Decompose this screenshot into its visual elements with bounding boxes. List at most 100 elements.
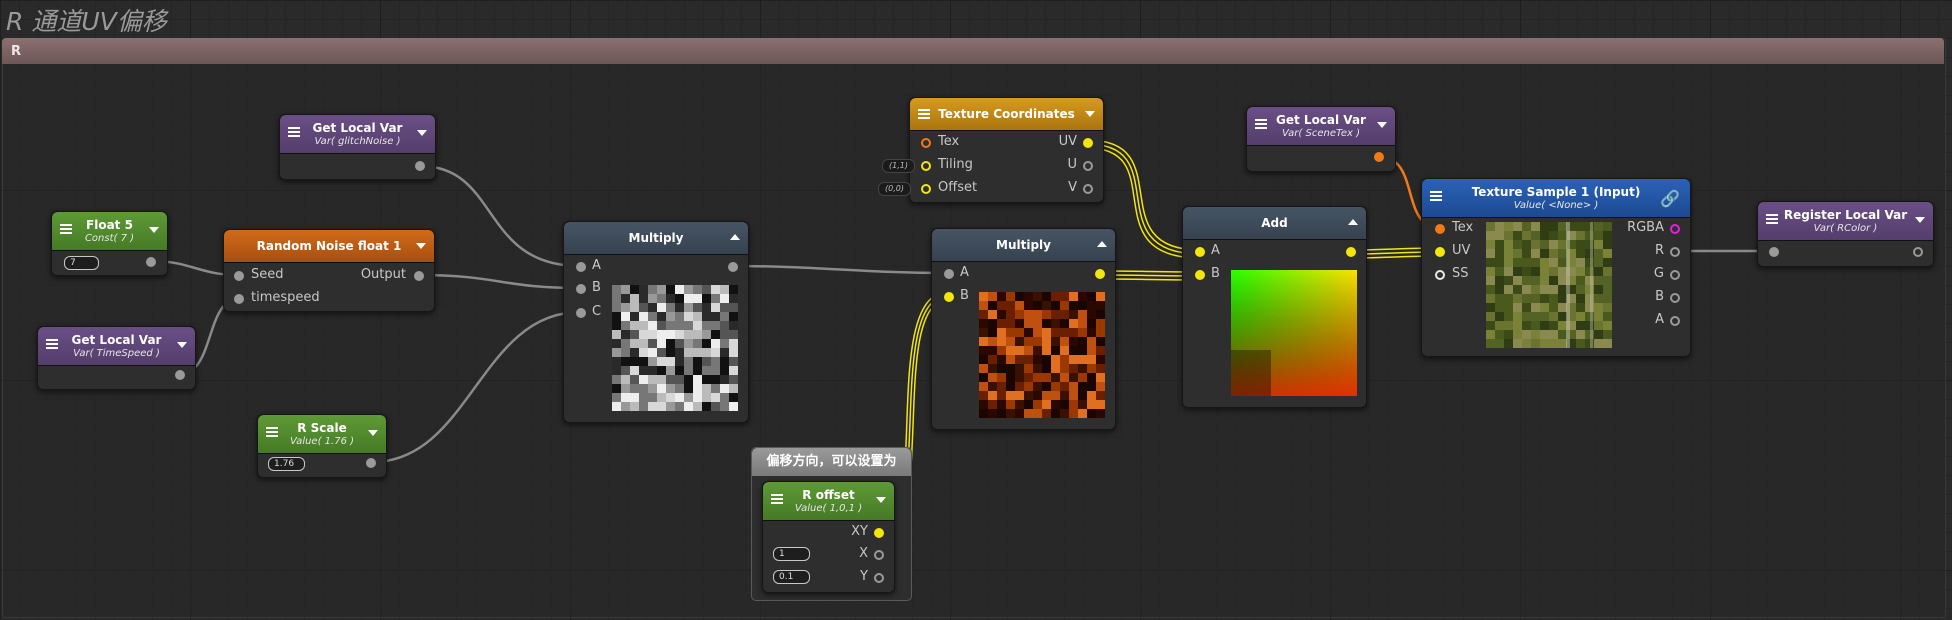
link-icon[interactable]: 🔗 (1660, 189, 1680, 208)
ss-port[interactable] (1435, 270, 1445, 280)
node-header[interactable]: Texture Sample 1 (Input) Value( <None> )… (1422, 179, 1690, 218)
output-port[interactable] (1374, 152, 1384, 162)
node-header[interactable]: Get Local Var Var( SceneTex ) (1247, 107, 1395, 146)
node-texture-coordinates[interactable]: Texture Coordinates Tex Tiling Offset UV… (909, 97, 1104, 203)
menu-icon[interactable] (1255, 119, 1267, 129)
y-field[interactable]: 0.1 (773, 570, 810, 584)
input-port-a[interactable] (944, 269, 954, 279)
u-port[interactable] (1083, 161, 1093, 171)
output-port[interactable] (146, 257, 156, 267)
group-header[interactable] (2, 38, 1944, 64)
output-port[interactable] (1095, 269, 1105, 279)
node-header[interactable]: Texture Coordinates (910, 98, 1103, 131)
r-port[interactable] (1670, 247, 1680, 257)
port-label-b: B (1211, 266, 1220, 281)
menu-icon[interactable] (60, 224, 72, 234)
chevron-down-icon[interactable] (417, 130, 427, 136)
input-port-b[interactable] (576, 284, 586, 294)
node-header[interactable]: R Scale Value( 1.76 ) (258, 415, 386, 454)
port-label-a: A (1211, 243, 1220, 258)
x-field[interactable]: 1 (773, 547, 810, 561)
chevron-down-icon[interactable] (1085, 111, 1095, 117)
input-port-c[interactable] (576, 308, 586, 318)
value-field[interactable]: 1.76 (268, 457, 305, 471)
node-header[interactable]: Add (1183, 207, 1366, 240)
group-label: R (11, 44, 22, 59)
node-r-scale[interactable]: R Scale Value( 1.76 ) 1.76 (257, 414, 387, 478)
y-port[interactable] (874, 573, 884, 583)
chevron-down-icon[interactable] (876, 497, 886, 503)
node-multiply-2[interactable]: Multiply A B (931, 228, 1116, 430)
rgba-port[interactable] (1670, 224, 1680, 234)
input-port-b[interactable] (944, 292, 954, 302)
menu-icon[interactable] (288, 127, 300, 137)
chevron-down-icon[interactable] (177, 342, 187, 348)
chevron-down-icon[interactable] (416, 243, 426, 249)
node-add[interactable]: Add A B (1182, 206, 1367, 408)
node-get-local-var-time[interactable]: Get Local Var Var( TimeSpeed ) (37, 326, 196, 390)
node-header[interactable]: Float 5 Const( 7 ) (52, 212, 167, 251)
node-random-noise[interactable]: Random Noise float 1 Seed timespeed Outp… (223, 229, 435, 312)
menu-icon[interactable] (1430, 191, 1442, 201)
output-port[interactable] (1913, 247, 1923, 257)
node-title: Random Noise float 1 (256, 239, 402, 253)
g-port[interactable] (1670, 270, 1680, 280)
comment-text[interactable]: 偏移方向，可以设置为 (752, 448, 911, 476)
node-register-local-var[interactable]: Register Local Var Var( RColor ) (1757, 201, 1934, 267)
chevron-down-icon[interactable] (368, 430, 378, 436)
input-port-a[interactable] (576, 262, 586, 272)
timespeed-port[interactable] (234, 294, 244, 304)
node-float5[interactable]: Float 5 Const( 7 ) 7 (51, 211, 168, 276)
output-port[interactable] (414, 271, 424, 281)
offset-port[interactable] (921, 184, 931, 194)
menu-icon[interactable] (771, 494, 783, 504)
input-port-a[interactable] (1195, 247, 1205, 257)
chevron-down-icon[interactable] (1915, 217, 1925, 223)
menu-icon[interactable] (1766, 214, 1778, 224)
node-r-offset[interactable]: R offset Value( 1,0,1 ) XY 1 X 0.1 Y (762, 481, 895, 593)
v-port[interactable] (1083, 184, 1093, 194)
output-port[interactable] (1346, 247, 1356, 257)
chevron-down-icon[interactable] (1377, 122, 1387, 128)
x-port[interactable] (874, 550, 884, 560)
tiling-port[interactable] (921, 161, 931, 171)
seed-port[interactable] (234, 271, 244, 281)
node-header[interactable]: Register Local Var Var( RColor ) (1758, 202, 1933, 241)
input-port[interactable] (1769, 247, 1779, 257)
a-port[interactable] (1670, 316, 1680, 326)
node-subtitle: Value( <None> ) (1513, 200, 1599, 211)
node-texture-sample[interactable]: Texture Sample 1 (Input) Value( <None> )… (1421, 178, 1691, 357)
node-title: Register Local Var (1783, 208, 1908, 222)
chevron-up-icon[interactable] (1097, 241, 1107, 247)
node-header[interactable]: Multiply (932, 229, 1115, 262)
node-get-local-var-scene[interactable]: Get Local Var Var( SceneTex ) (1246, 106, 1396, 172)
menu-icon[interactable] (46, 339, 58, 349)
input-port-b[interactable] (1195, 270, 1205, 280)
output-port[interactable] (415, 161, 425, 171)
b-port[interactable] (1670, 293, 1680, 303)
menu-icon[interactable] (918, 109, 930, 119)
node-header[interactable]: R offset Value( 1,0,1 ) (763, 482, 894, 521)
output-port[interactable] (175, 370, 185, 380)
node-header[interactable]: Multiply (564, 222, 748, 255)
node-header[interactable]: Get Local Var Var( TimeSpeed ) (38, 327, 195, 366)
tex-port[interactable] (921, 138, 931, 148)
chevron-down-icon[interactable] (149, 227, 159, 233)
chevron-up-icon[interactable] (1348, 219, 1358, 225)
output-port[interactable] (366, 458, 376, 468)
node-header[interactable]: Get Local Var Var( glitchNoise ) (280, 115, 435, 154)
tiling-default-chip[interactable]: (1,1) (882, 159, 915, 173)
tex-port[interactable] (1435, 224, 1445, 234)
xy-port[interactable] (874, 528, 884, 538)
output-port[interactable] (728, 262, 738, 272)
uv-port[interactable] (1435, 247, 1445, 257)
v-label: V (1068, 180, 1077, 195)
offset-default-chip[interactable]: (0,0) (878, 182, 911, 196)
menu-icon[interactable] (266, 427, 278, 437)
value-field[interactable]: 7 (64, 256, 99, 270)
chevron-up-icon[interactable] (730, 234, 740, 240)
node-multiply-1[interactable]: Multiply A B C (563, 221, 749, 423)
node-get-local-var-glitch[interactable]: Get Local Var Var( glitchNoise ) (279, 114, 436, 180)
node-header[interactable]: Random Noise float 1 (224, 230, 434, 263)
uv-port[interactable] (1083, 138, 1093, 148)
